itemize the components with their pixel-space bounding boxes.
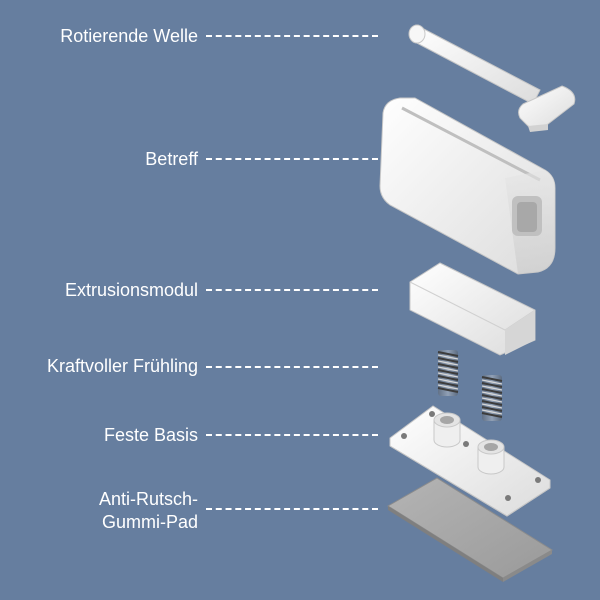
rubber-pad-part [387, 477, 553, 582]
leader-spring [206, 366, 378, 368]
leader-extrusion-module [206, 289, 378, 291]
label-spring: Kraftvoller Frühling [46, 356, 198, 376]
leader-base [206, 434, 378, 436]
spring-part-right [481, 375, 503, 421]
spring-part-left [437, 350, 459, 396]
leader-housing [206, 158, 378, 160]
base-part [389, 405, 551, 517]
rotating-shaft-part [408, 24, 576, 132]
housing-part [379, 97, 556, 275]
label-base: Feste Basis [103, 425, 198, 445]
label-housing: Betreff [145, 149, 198, 169]
leader-pad [206, 508, 378, 510]
label-pad-line2: Gummi-Pad [101, 512, 198, 532]
label-pad-line1: Anti-Rutsch- [98, 489, 198, 509]
label-rotating-shaft: Rotierende Welle [60, 26, 198, 46]
leader-rotating-shaft [206, 35, 378, 37]
extrusion-module-part [409, 262, 536, 356]
label-extrusion-module: Extrusionsmodul [64, 280, 198, 300]
